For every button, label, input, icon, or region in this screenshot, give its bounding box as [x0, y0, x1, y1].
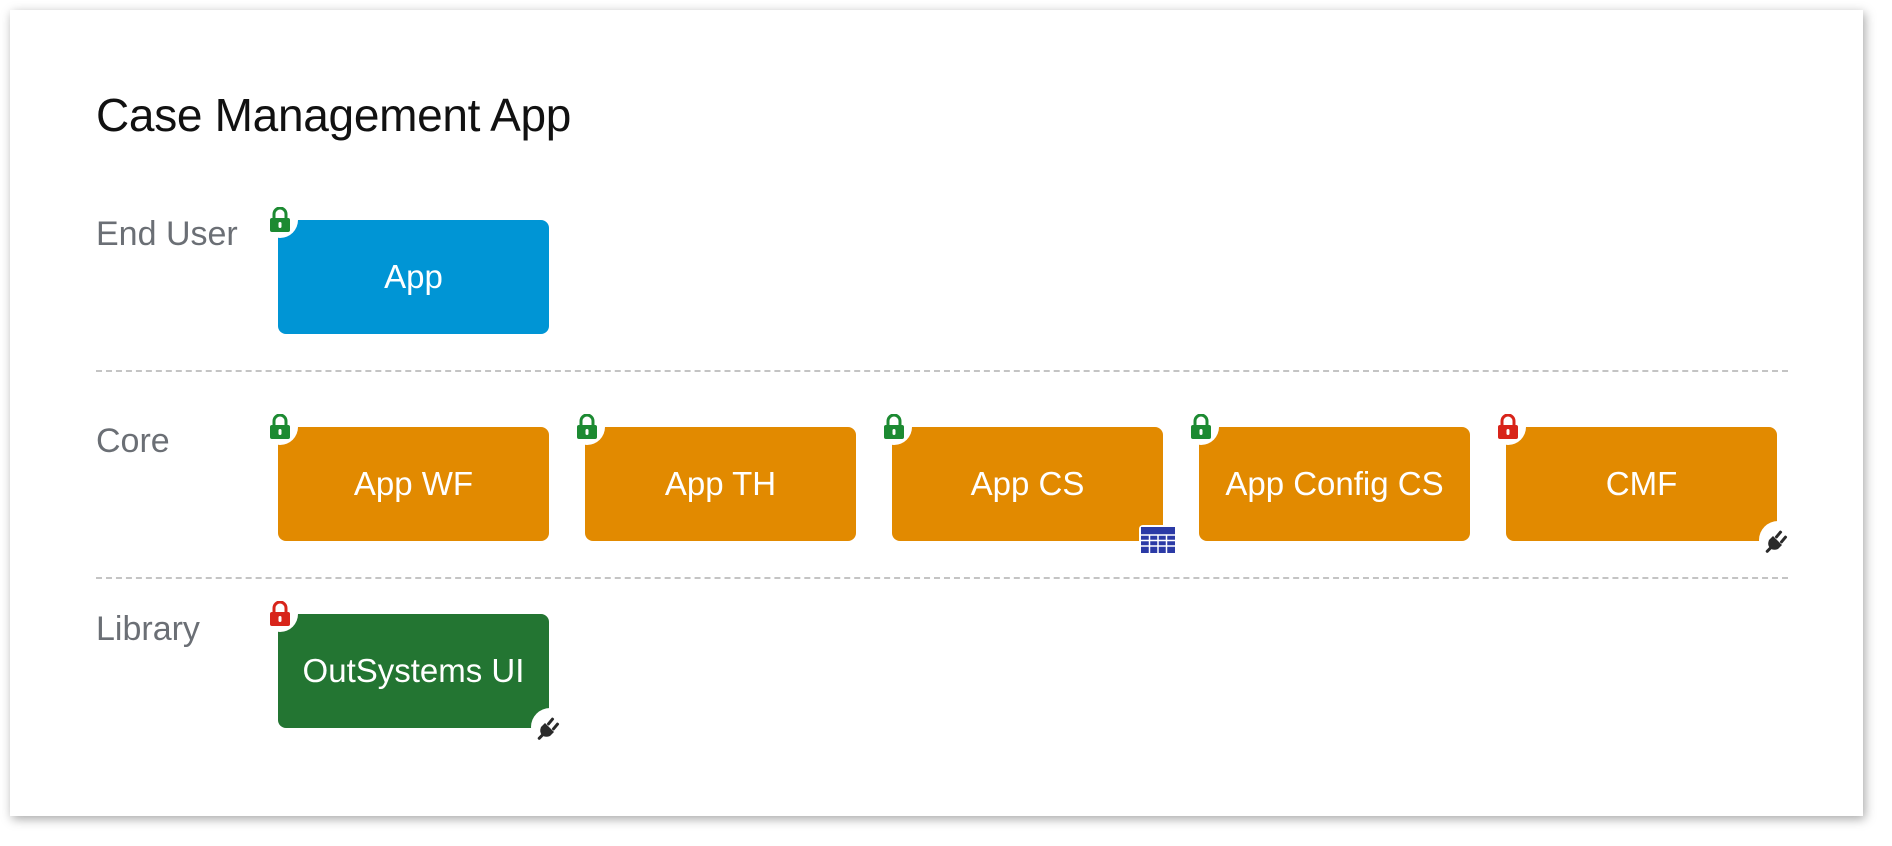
module-label: App TH	[664, 465, 777, 502]
green-lock-icon	[262, 202, 298, 238]
module-outsystems-ui[interactable]: OutSystems UI	[262, 596, 569, 746]
module-label: App CS	[970, 465, 1085, 502]
architecture-canvas: Case Management App End User Core Librar…	[10, 10, 1863, 816]
red-lock-icon	[1490, 409, 1526, 445]
green-lock-icon	[569, 409, 605, 445]
plug-icon	[531, 708, 569, 746]
module-label: OutSystems UI	[302, 652, 525, 689]
module-app-config-cs[interactable]: App Config CS	[1183, 409, 1470, 541]
layer-label-core: Core	[96, 422, 170, 460]
green-lock-icon	[1183, 409, 1219, 445]
layer-divider	[96, 370, 1788, 372]
module-app-th[interactable]: App TH	[569, 409, 856, 541]
module-app-cs[interactable]: App CS	[876, 409, 1177, 555]
module-cmf[interactable]: CMF	[1490, 409, 1797, 559]
entity-grid-icon	[1139, 525, 1177, 555]
module-app-wf[interactable]: App WF	[262, 409, 549, 541]
layer-divider	[96, 577, 1788, 579]
module-label: CMF	[1605, 465, 1678, 502]
module-label: App Config CS	[1225, 465, 1444, 502]
page-title: Case Management App	[96, 89, 572, 141]
green-lock-icon	[262, 409, 298, 445]
layer-label-library: Library	[96, 610, 200, 648]
module-label: App WF	[353, 465, 474, 502]
green-lock-icon	[876, 409, 912, 445]
red-lock-icon	[262, 596, 298, 632]
module-label: App	[384, 258, 443, 295]
module-app[interactable]: App	[262, 202, 549, 334]
plug-icon	[1759, 521, 1797, 559]
layer-label-end-user: End User	[96, 215, 238, 253]
